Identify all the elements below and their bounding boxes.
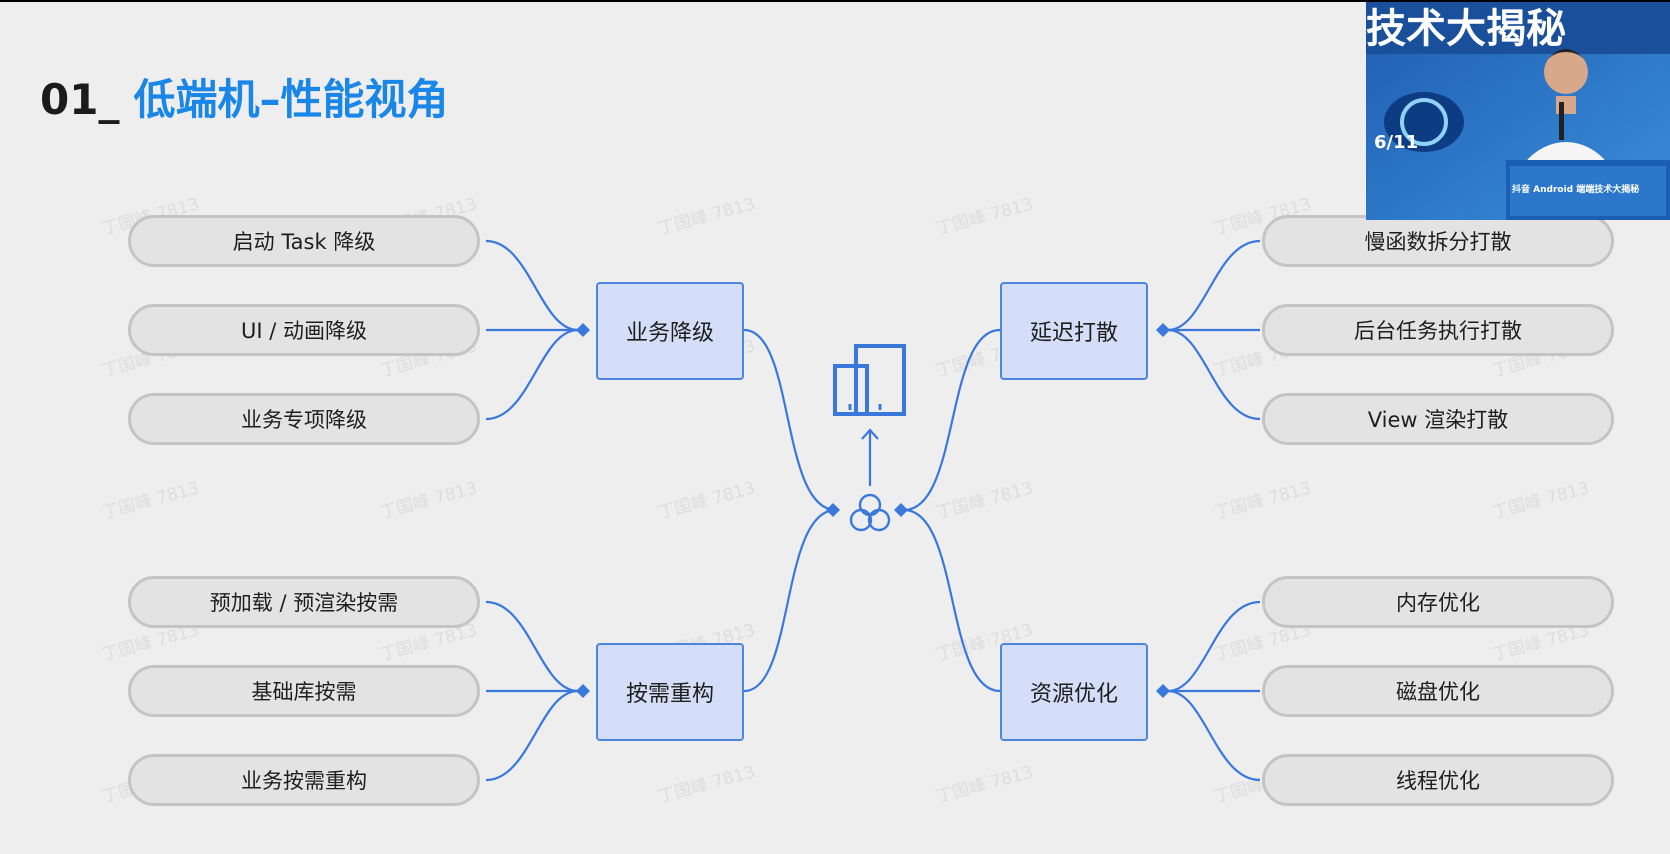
connector [485,600,579,693]
category-node-resource-optimize: 资源优化 [1000,643,1148,741]
diamond-marker [826,503,840,517]
diamond-marker [1156,684,1170,698]
arrow-head [861,428,879,440]
leaf-node: 启动 Task 降级 [128,215,480,267]
devices-icon [833,344,906,416]
connector [1167,689,1261,782]
diamond-marker [576,323,590,337]
leaf-node: 内存优化 [1262,576,1614,628]
leaf-node: 基础库按需 [128,665,480,717]
video-date-text: 6/11 [1374,132,1419,153]
speaker-video-overlay: 技术大揭秘 6/11 抖音 Android 端端技术大揭秘 [1366,2,1670,220]
leaf-node: 业务专项降级 [128,393,480,445]
category-node-on-demand-refactor: 按需重构 [596,643,744,741]
leaf-node: View 渲染打散 [1262,393,1614,445]
leaf-node: UI / 动画降级 [128,304,480,356]
connector [1167,239,1261,332]
leaf-node: 慢函数拆分打散 [1262,215,1614,267]
title-text: 低端机–性能视角 [133,75,449,124]
video-banner-text: 技术大揭秘 [1366,6,1566,52]
category-node-business-degrade: 业务降级 [596,282,744,380]
three-circles-icon [849,493,891,532]
connector [903,328,1001,512]
video-scene [1366,2,1670,220]
diamond-marker [576,684,590,698]
connector [485,239,579,332]
diamond-marker [1156,323,1170,337]
connector [485,689,579,782]
connector [1167,600,1261,693]
leaf-node: 业务按需重构 [128,754,480,806]
title-number: 01_ [40,75,120,124]
connector [743,328,837,512]
leaf-node: 后台任务执行打散 [1262,304,1614,356]
leaf-node: 预加载 / 预渲染按需 [128,576,480,628]
leaf-node: 线程优化 [1262,754,1614,806]
category-node-delay-scatter: 延迟打散 [1000,282,1148,380]
connector [1167,328,1261,421]
leaf-node: 磁盘优化 [1262,665,1614,717]
connector [903,508,1001,693]
connector [743,508,837,693]
page-title: 01_ 低端机–性能视角 [40,66,448,127]
video-podium-text: 抖音 Android 端端技术大揭秘 [1512,185,1640,195]
diamond-marker [894,503,908,517]
connector [485,328,579,421]
